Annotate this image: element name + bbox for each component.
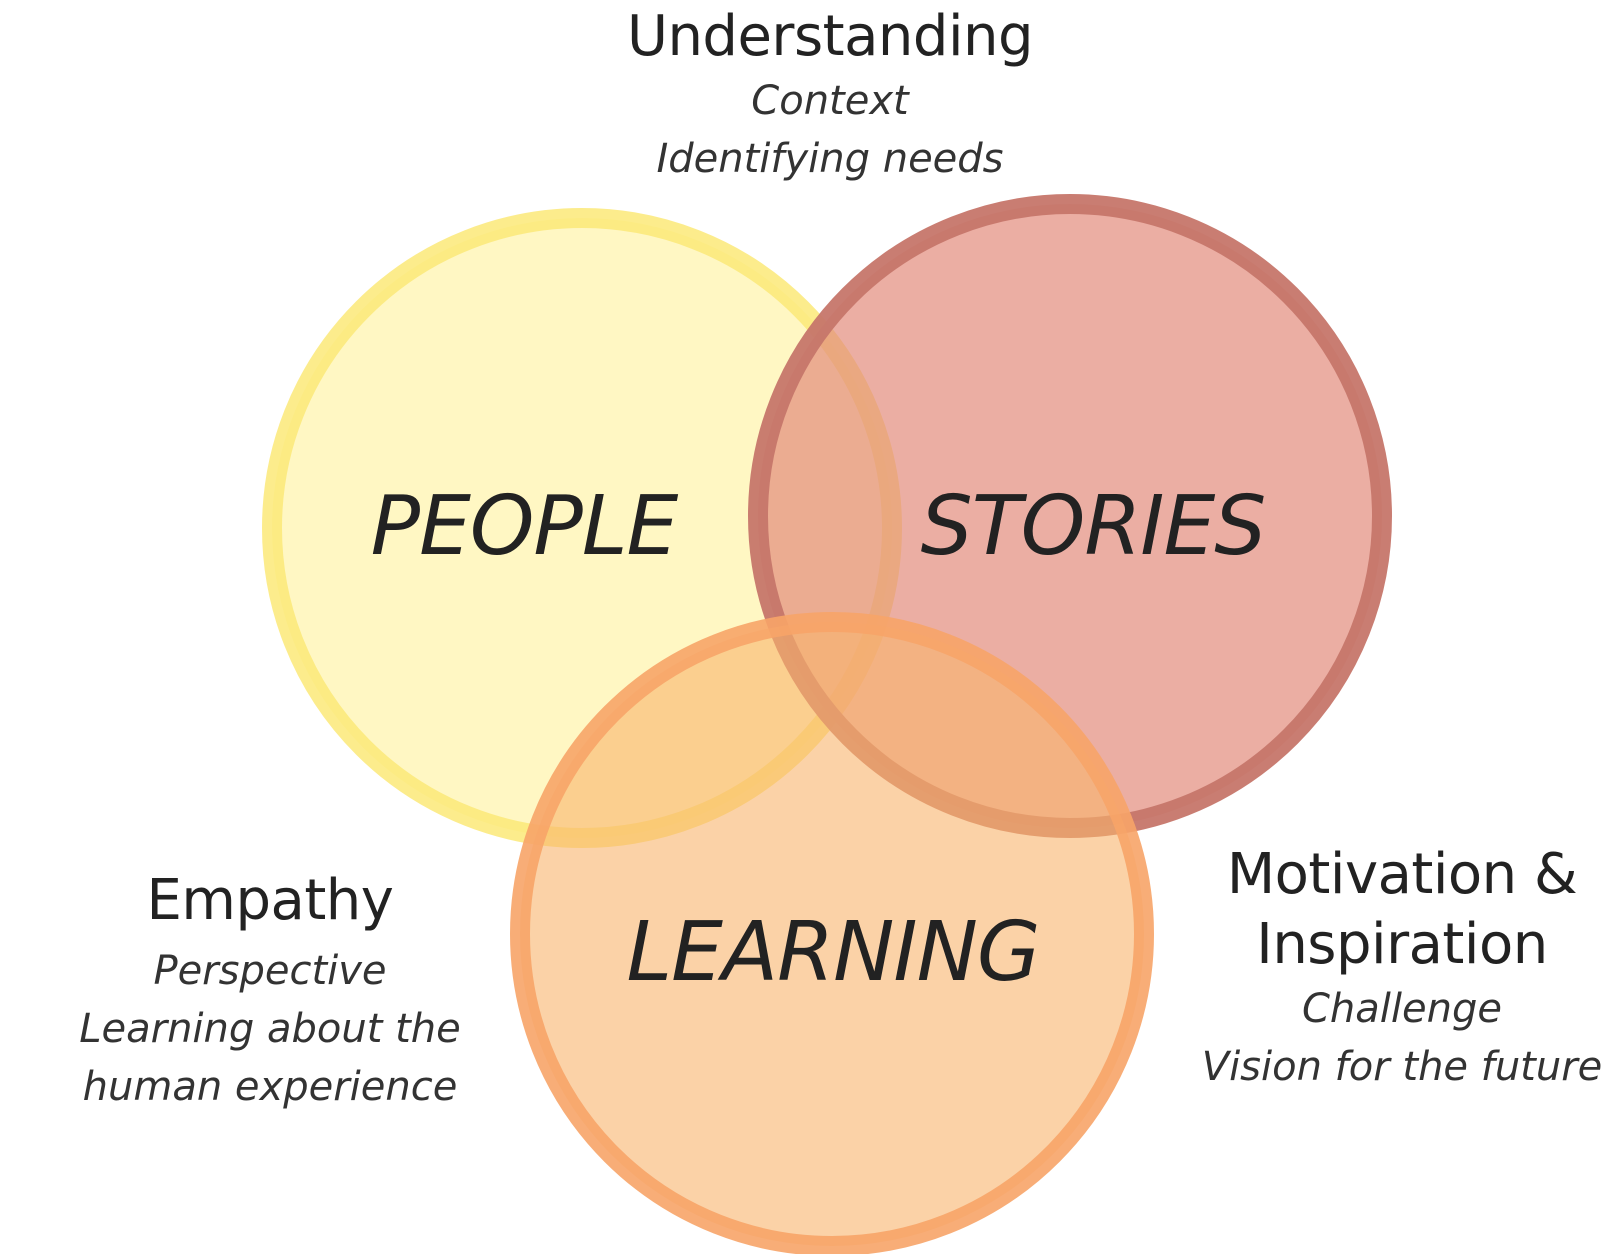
learning-label: LEARNING: [627, 905, 1040, 1000]
empathy-title: Empathy: [146, 868, 394, 933]
empathy-line-learning: Learning about the: [79, 1006, 461, 1052]
motivation-line-challenge: Challenge: [1302, 986, 1502, 1032]
motivation-line-vision: Vision for the future: [1201, 1044, 1603, 1090]
motivation-title-line-1: Motivation &: [1226, 842, 1578, 907]
understanding-line-context: Context: [751, 78, 909, 124]
understanding-line-needs: Identifying needs: [656, 136, 1004, 182]
motivation-block: Motivation & Inspiration Challenge Visio…: [1190, 840, 1614, 1096]
people-label: PEOPLE: [371, 479, 679, 574]
understanding-block: Understanding Context Identifying needs: [560, 2, 1100, 188]
empathy-block: Empathy Perspective Learning about the h…: [40, 866, 500, 1116]
empathy-line-perspective: Perspective: [153, 948, 387, 994]
empathy-line-human: human experience: [82, 1064, 458, 1110]
motivation-title-line-2: Inspiration: [1256, 912, 1548, 977]
learning-circle: [510, 612, 1154, 1254]
stories-label: STORIES: [921, 479, 1266, 574]
understanding-title: Understanding: [626, 4, 1034, 69]
